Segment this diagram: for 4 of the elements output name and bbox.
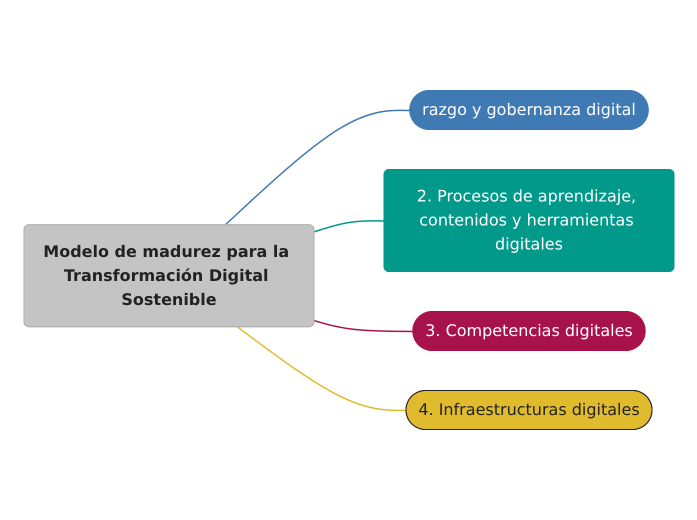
connector: [236, 326, 406, 412]
connector: [224, 110, 410, 226]
connector: [314, 220, 384, 232]
connector: [314, 320, 413, 332]
